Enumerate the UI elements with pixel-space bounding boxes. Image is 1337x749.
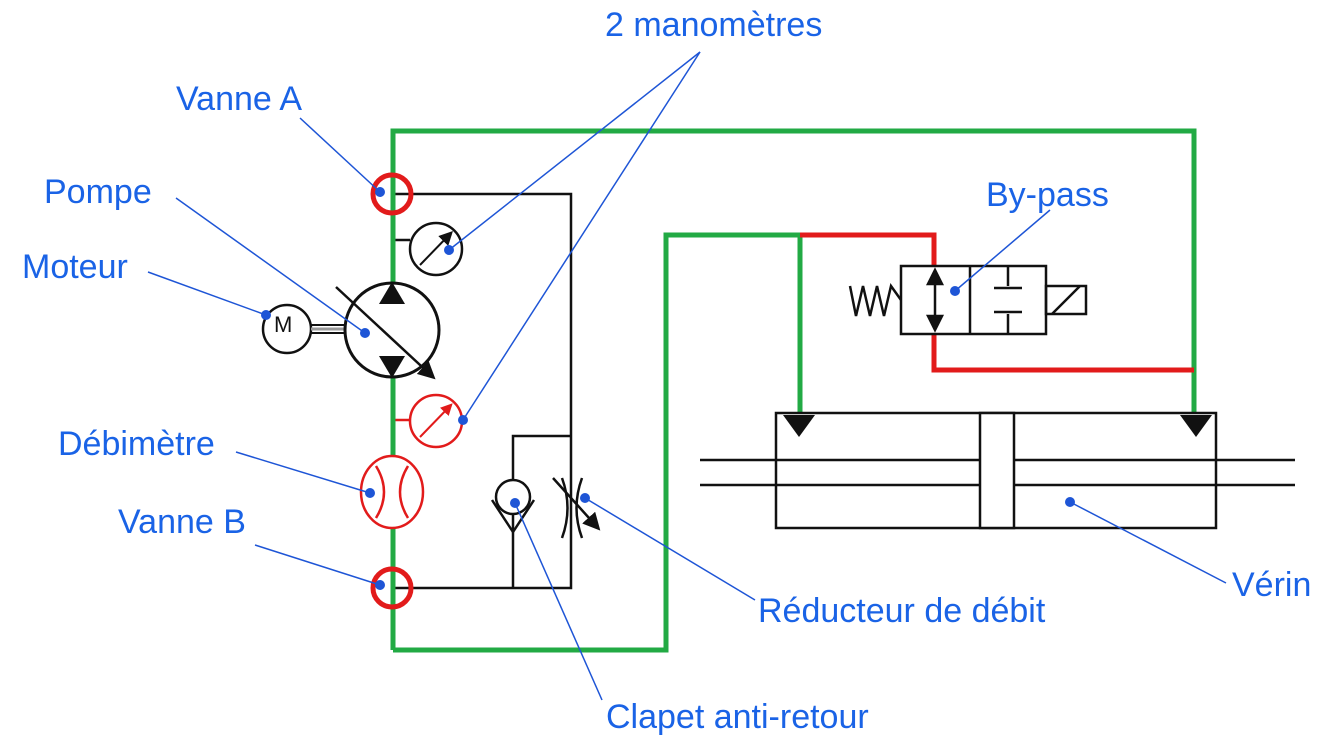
label-bypass: By-pass [986, 176, 1109, 214]
label-manometres: 2 manomètres [605, 6, 823, 44]
debimetre-icon [359, 454, 425, 530]
motor-icon [261, 303, 345, 355]
label-verin: Vérin [1232, 566, 1312, 604]
label-moteur: Moteur [22, 248, 128, 286]
flow-reducer-icon [552, 477, 601, 539]
vanne-b-ring [370, 566, 414, 610]
label-clapet: Clapet anti-retour [606, 698, 869, 736]
pump-icon [335, 281, 441, 380]
label-vanne-b: Vanne B [118, 503, 246, 541]
cylinder-icon [700, 411, 1295, 530]
bypass-valve-icon [848, 264, 1088, 336]
label-reducteur: Réducteur de débit [758, 592, 1046, 630]
green-circuit [390, 128, 1197, 653]
label-vanne-a: Vanne A [176, 80, 303, 118]
red-manometer-icon [408, 393, 464, 449]
top-manometer-icon [408, 221, 464, 277]
check-valve-icon [490, 478, 536, 535]
label-debimetre: Débimètre [58, 425, 215, 463]
motor-letter: M [274, 312, 293, 337]
black-circuit-lines [393, 192, 573, 590]
vanne-a-ring [370, 172, 414, 216]
red-bypass-circuit [800, 232, 1194, 373]
leader-dots [261, 187, 1075, 590]
leader-lines [147, 51, 1227, 701]
label-pompe: Pompe [44, 173, 152, 211]
